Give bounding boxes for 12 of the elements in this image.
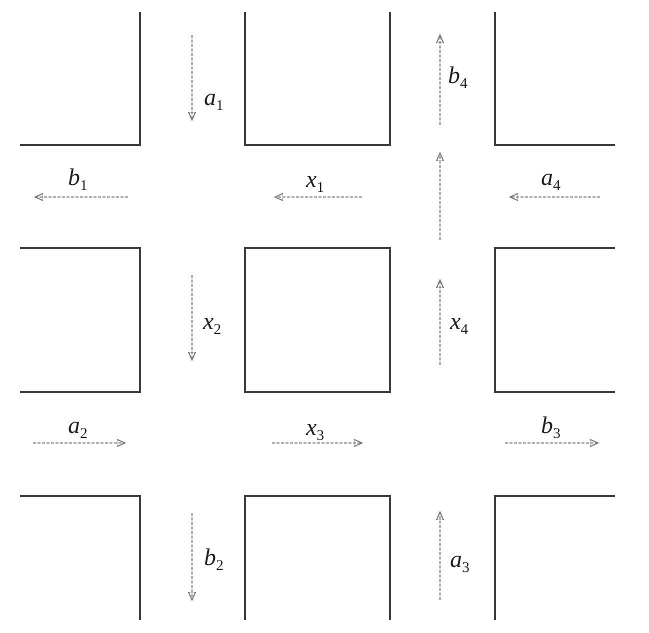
flow-variable-label: a$_{4}$ — [541, 166, 560, 194]
flow-variable-label: b$_{2}$ — [204, 546, 224, 574]
flow-variable-label: x$_{2}$ — [203, 310, 222, 338]
flow-variable-label: a$_{3}$ — [450, 548, 470, 576]
flow-variable-label: b$_{4}$ — [448, 64, 468, 92]
flow-variable-label: b$_{1}$ — [68, 166, 88, 194]
flow-variable-label: x$_{1}$ — [306, 168, 324, 196]
flow-variable-label: x$_{4}$ — [450, 310, 468, 338]
flow-variable-label: b$_{3}$ — [541, 414, 560, 442]
flow-variable-label: x$_{3}$ — [306, 416, 324, 444]
flow-variable-label: a$_{2}$ — [68, 414, 88, 442]
flow-variable-label: a$_{1}$ — [204, 86, 224, 114]
